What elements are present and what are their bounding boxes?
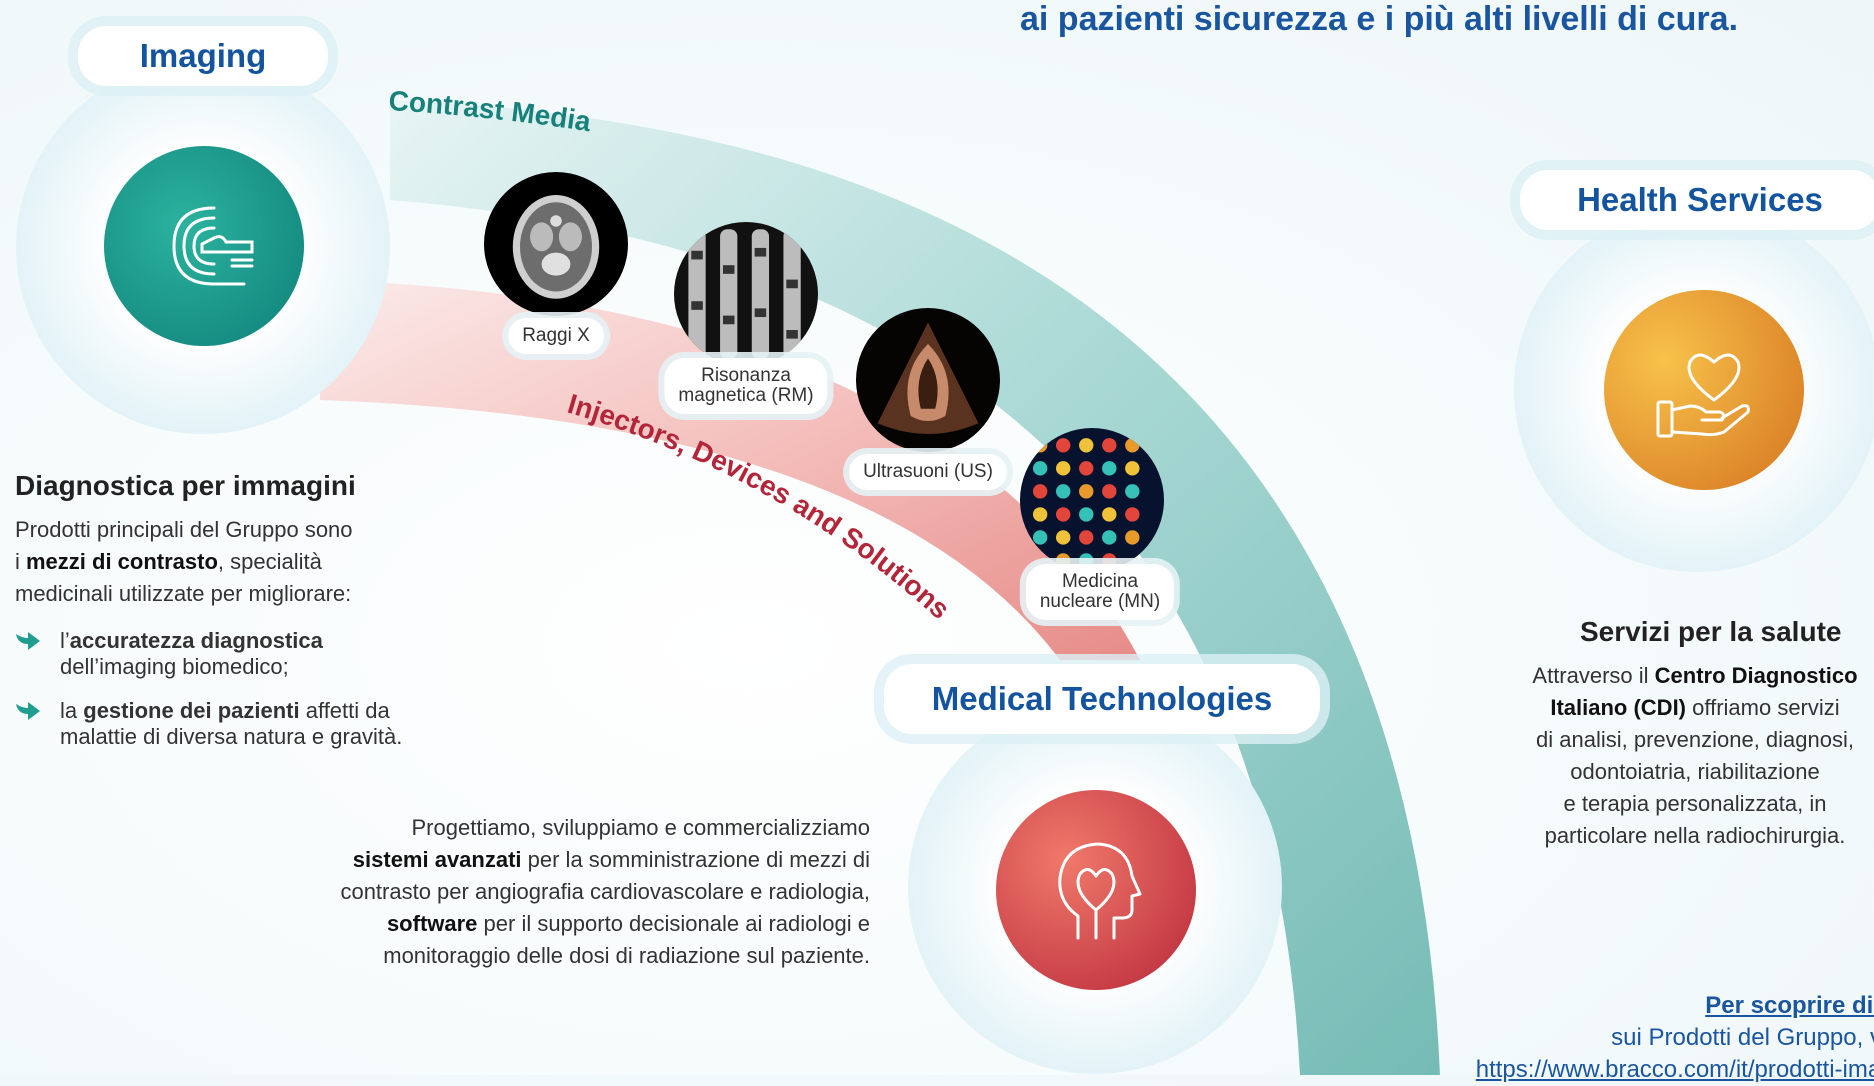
- medical-text: Progettiamo, sviluppiamo e commercializz…: [340, 815, 870, 968]
- contrast-media-band: [390, 100, 1440, 1075]
- head-heart-icon: [1058, 842, 1142, 940]
- footer-link-title[interactable]: Per scoprire di più: [1705, 992, 1874, 1019]
- arrow-bullet-icon: [16, 702, 40, 720]
- imaging-bullet-1: l’accuratezza diagnostica dell’imaging b…: [60, 628, 323, 679]
- nuclear-medicine-scan: [1020, 428, 1164, 572]
- arrow-bullet-icon: [16, 632, 40, 650]
- footer-link-line2: sui Prodotti del Gruppo, visita il sito: [1611, 1024, 1874, 1051]
- imaging-bullet-2: la gestione dei pazienti affetti da mala…: [60, 698, 403, 749]
- medical-title: Medical Technologies: [884, 664, 1320, 734]
- modality-label-nm: Medicina nucleare (MN): [1025, 564, 1175, 620]
- injectors-band: [320, 280, 1140, 660]
- mri-spine-scan: [674, 222, 818, 366]
- imaging-intro: Prodotti principali del Gruppo sono i me…: [15, 517, 353, 606]
- health-heading: Servizi per la salute: [1580, 616, 1842, 647]
- mri-scanner-icon: [172, 206, 254, 286]
- health-disk: [1604, 290, 1804, 490]
- imaging-heading: Diagnostica per immagini: [15, 470, 356, 501]
- imaging-disk: [104, 146, 304, 346]
- modality-label-us: Ultrasuoni (US): [849, 454, 1007, 490]
- hand-heart-icon: [1656, 353, 1750, 438]
- modality-label-xray: Raggi X: [508, 318, 604, 354]
- health-text: Attraverso il Centro Diagnostico Italian…: [1532, 663, 1858, 848]
- medical-disk: [996, 790, 1196, 990]
- ultrasound-heart-scan: [856, 308, 1000, 452]
- footer-url[interactable]: https://www.bracco.com/it/prodotti-imagi…: [1475, 1056, 1874, 1083]
- footer-link-block: Per scoprire di più sui Prodotti del Gru…: [1236, 990, 1874, 1086]
- imaging-title: Imaging: [78, 26, 328, 86]
- modality-label-mri: Risonanza magnetica (RM): [664, 358, 828, 414]
- tagline: ai pazienti sicurezza e i più alti livel…: [1020, 0, 1739, 38]
- health-title: Health Services: [1520, 170, 1874, 230]
- ct-brain-scan: [484, 172, 628, 316]
